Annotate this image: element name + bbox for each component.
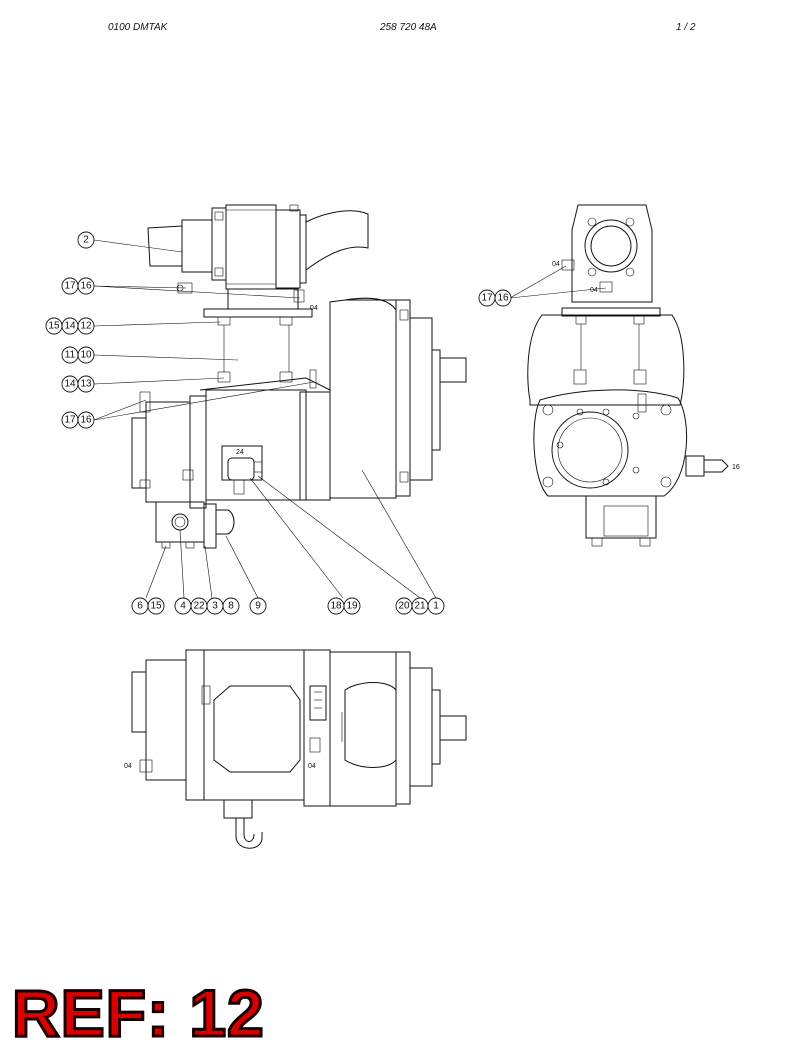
callout-19: 19 bbox=[343, 597, 361, 615]
svg-text:3: 3 bbox=[212, 601, 218, 612]
callout-11: 11 bbox=[61, 346, 79, 364]
svg-text:16: 16 bbox=[80, 281, 92, 292]
header-model: 0100 DMTAK bbox=[108, 22, 168, 33]
svg-text:15: 15 bbox=[48, 321, 60, 332]
callout-16: 16 bbox=[494, 289, 512, 307]
svg-text:2: 2 bbox=[83, 235, 89, 246]
callout-15: 15 bbox=[45, 317, 63, 335]
svg-text:11: 11 bbox=[65, 350, 76, 361]
svg-text:12: 12 bbox=[80, 321, 92, 332]
small-labels: 04 24 04 04 16 04 04 bbox=[124, 261, 740, 770]
callout-22: 22 bbox=[190, 597, 208, 615]
callout-16: 16 bbox=[77, 411, 95, 429]
svg-text:20: 20 bbox=[398, 601, 410, 612]
callout-13: 13 bbox=[77, 375, 95, 393]
svg-text:17: 17 bbox=[64, 281, 76, 292]
callout-9: 9 bbox=[249, 597, 267, 615]
svg-text:6: 6 bbox=[137, 601, 143, 612]
svg-text:16: 16 bbox=[80, 415, 92, 426]
callout-17: 17 bbox=[478, 289, 496, 307]
callout-8: 8 bbox=[222, 597, 240, 615]
svg-text:1: 1 bbox=[433, 601, 439, 612]
svg-text:19: 19 bbox=[346, 601, 358, 612]
callout-15: 15 bbox=[147, 597, 165, 615]
callout-21: 21 bbox=[411, 597, 429, 615]
callout-16: 16 bbox=[77, 277, 95, 295]
label-16: 16 bbox=[732, 464, 740, 471]
svg-text:16: 16 bbox=[497, 293, 509, 304]
callout-bubbles: 2 17 16 15 14 12 11 10 14 13 17 16 17 16… bbox=[45, 231, 512, 615]
svg-text:13: 13 bbox=[80, 379, 92, 390]
header-page-number: 1 / 2 bbox=[676, 22, 696, 33]
side-view-assembly bbox=[131, 204, 467, 549]
callout-20: 20 bbox=[395, 597, 413, 615]
svg-text:4: 4 bbox=[180, 601, 186, 612]
top-view-assembly bbox=[131, 649, 467, 849]
callout-3: 3 bbox=[206, 597, 224, 615]
leader-lines bbox=[93, 239, 607, 599]
svg-text:18: 18 bbox=[330, 601, 342, 612]
callout-17: 17 bbox=[61, 277, 79, 295]
svg-text:22: 22 bbox=[193, 601, 205, 612]
callout-17: 17 bbox=[61, 411, 79, 429]
callout-18: 18 bbox=[327, 597, 345, 615]
header-part-number: 258 720 48A bbox=[380, 22, 437, 33]
svg-text:15: 15 bbox=[150, 601, 162, 612]
label-24: 24 bbox=[236, 449, 244, 456]
front-view-assembly bbox=[527, 204, 729, 547]
callout-6: 6 bbox=[131, 597, 149, 615]
callout-10: 10 bbox=[77, 346, 95, 364]
callout-14: 14 bbox=[61, 317, 79, 335]
label-04: 04 bbox=[124, 763, 132, 770]
svg-text:14: 14 bbox=[64, 321, 76, 332]
svg-text:9: 9 bbox=[255, 601, 261, 612]
label-04: 04 bbox=[310, 305, 318, 312]
ref-number-stamp: REF: 12 bbox=[11, 976, 266, 1050]
svg-text:17: 17 bbox=[64, 415, 76, 426]
label-04: 04 bbox=[308, 763, 316, 770]
callout-4: 4 bbox=[174, 597, 192, 615]
svg-text:10: 10 bbox=[80, 350, 92, 361]
callout-1: 1 bbox=[427, 597, 445, 615]
svg-text:14: 14 bbox=[64, 379, 76, 390]
svg-text:21: 21 bbox=[414, 601, 426, 612]
label-04: 04 bbox=[590, 287, 598, 294]
callout-14: 14 bbox=[61, 375, 79, 393]
label-04: 04 bbox=[552, 261, 560, 268]
svg-text:17: 17 bbox=[481, 293, 493, 304]
callout-2: 2 bbox=[77, 231, 95, 249]
svg-text:8: 8 bbox=[228, 601, 234, 612]
callout-12: 12 bbox=[77, 317, 95, 335]
